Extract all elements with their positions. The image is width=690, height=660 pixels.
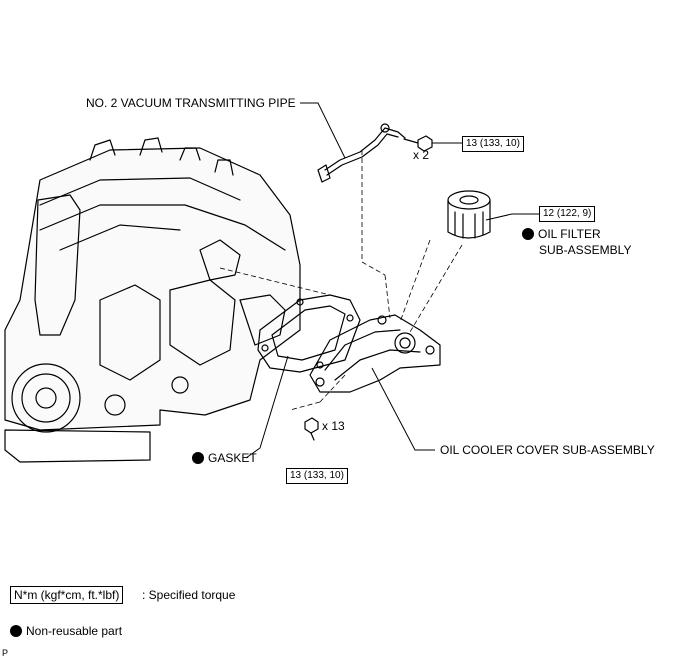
cover-bolt-torque: 13 (133, 10) — [286, 468, 348, 484]
vacuum-bolt-illustration — [403, 135, 433, 152]
nonreusable-marker-icon — [192, 452, 204, 464]
legend-torque-desc: : Specified torque — [142, 588, 236, 602]
cover-bolt-quantity: x 13 — [322, 419, 345, 433]
legend-nonreusable: Non-reusable part — [10, 624, 122, 638]
oil-filter-label-line2: SUB-ASSEMBLY — [539, 243, 632, 257]
gasket-illustration — [257, 294, 361, 373]
engine-block-illustration — [4, 137, 301, 463]
corner-mark: P — [2, 648, 9, 658]
oil-filter-illustration — [447, 190, 491, 239]
oil-filter-label-line1: OIL FILTER — [522, 227, 601, 241]
oil-filter-torque: 12 (122, 9) — [539, 206, 596, 222]
oil-cooler-cover-label: OIL COOLER COVER SUB-ASSEMBLY — [440, 443, 655, 457]
vacuum-pipe-illustration — [317, 123, 406, 183]
oil-cooler-cover-illustration — [309, 314, 441, 393]
gasket-label-text: GASKET — [208, 451, 257, 465]
vacuum-bolt-quantity: x 2 — [413, 148, 430, 162]
vacuum-bolt-torque: 13 (133, 10) — [462, 136, 524, 152]
legend-torque-unit: N*m (kgf*cm, ft.*lbf) — [10, 586, 124, 604]
cover-bolt-illustration — [304, 417, 319, 441]
gasket-label: GASKET — [192, 451, 257, 465]
legend-nonreusable-text: Non-reusable part — [26, 624, 123, 638]
nonreusable-marker-icon — [522, 228, 534, 240]
leader-lines — [245, 102, 539, 459]
vacuum-pipe-label: NO. 2 VACUUM TRANSMITTING PIPE — [86, 96, 296, 110]
oil-filter-label-text: OIL FILTER — [538, 227, 601, 241]
assembly-guide-lines — [219, 150, 463, 411]
nonreusable-marker-icon — [10, 625, 22, 637]
